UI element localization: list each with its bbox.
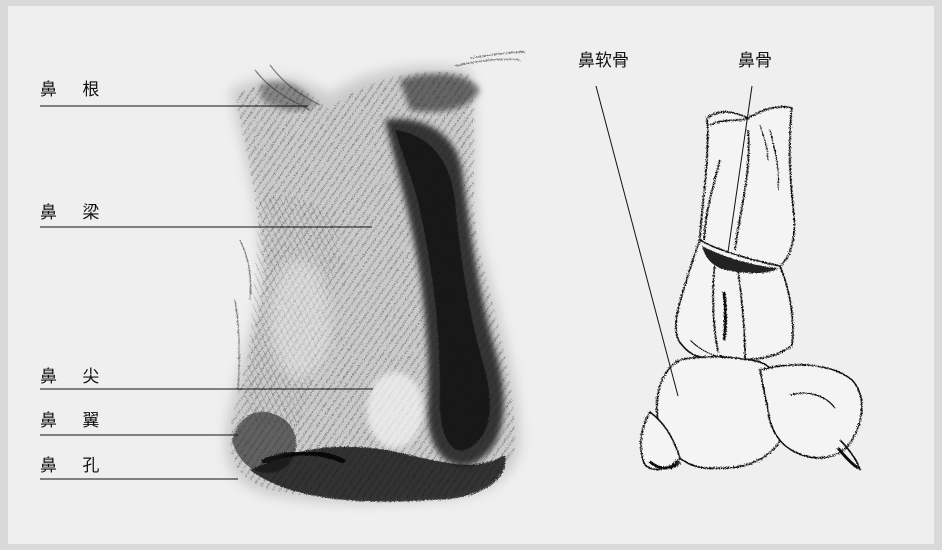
label-nasal-wing: 鼻 翼 [40, 406, 109, 431]
label-nasal-cartilage: 鼻软骨 [578, 46, 629, 71]
label-nasal-tip: 鼻 尖 [40, 362, 109, 387]
label-nostril: 鼻 孔 [40, 451, 109, 476]
label-nasal-bridge: 鼻 梁 [40, 198, 109, 223]
label-nasal-bone: 鼻骨 [738, 46, 772, 71]
label-nasal-root: 鼻 根 [40, 75, 109, 100]
